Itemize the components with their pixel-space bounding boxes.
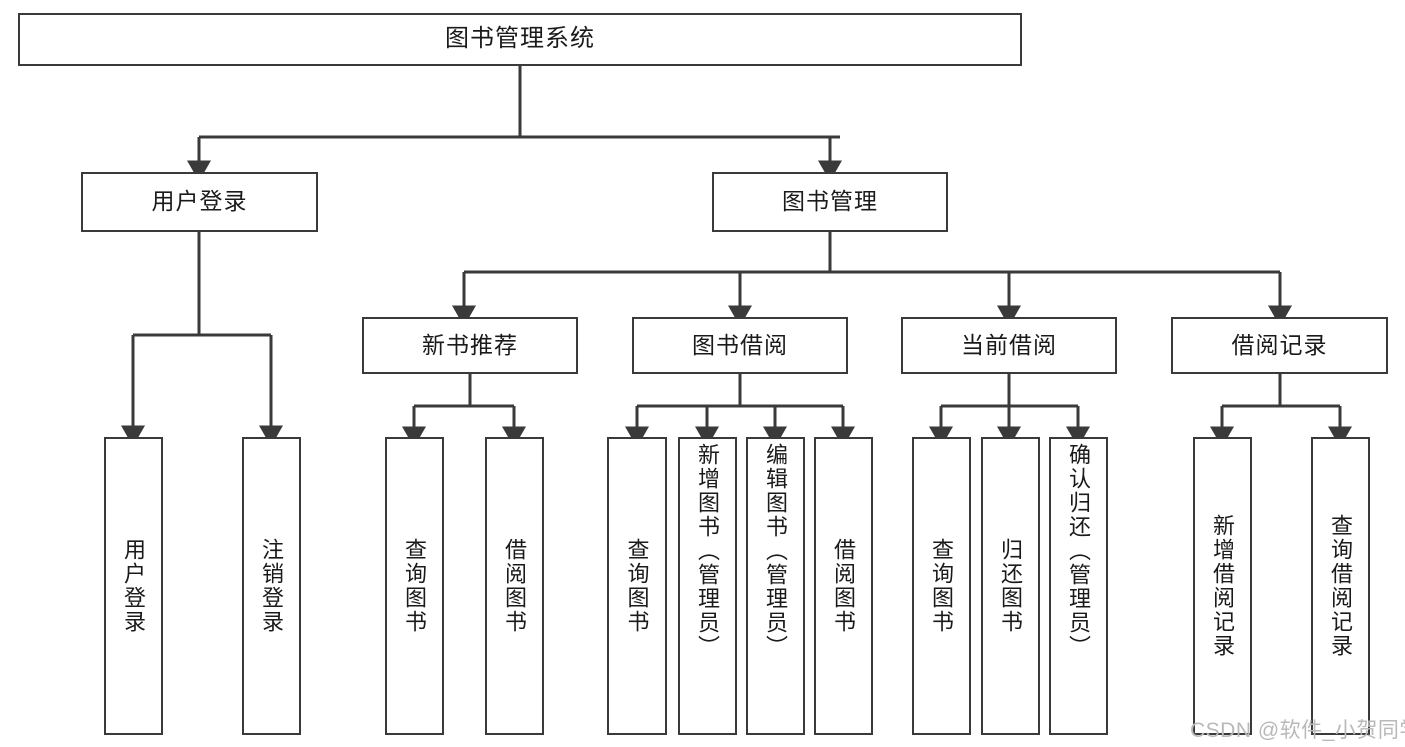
- node-label: 编辑图书（管理员）: [763, 443, 789, 659]
- node-label: 新增图书（管理员）: [695, 443, 721, 659]
- node-label: 注销登录: [259, 538, 285, 634]
- node-label: 用户登录: [121, 538, 147, 634]
- node-label: 借阅记录: [1231, 331, 1328, 358]
- node-new-book-recommend[interactable]: 新书推荐: [362, 317, 578, 374]
- leaf-current-borrow-confirm-return-admin[interactable]: 确认归还（管理员）: [1049, 437, 1108, 735]
- node-label: 用户登录: [151, 188, 248, 215]
- leaf-new-book-query-book[interactable]: 查询图书: [385, 437, 444, 735]
- csdn-watermark: CSDN @软件_小贺同学: [1190, 719, 1405, 742]
- node-label: 图书管理系统: [445, 25, 595, 53]
- leaf-borrow-record-query-record[interactable]: 查询借阅记录: [1311, 437, 1370, 735]
- leaf-current-borrow-return-book[interactable]: 归还图书: [981, 437, 1040, 735]
- node-label: 查询图书: [929, 538, 955, 634]
- leaf-book-borrow-borrow-book[interactable]: 借阅图书: [814, 437, 873, 735]
- leaf-book-borrow-query-book[interactable]: 查询图书: [607, 437, 667, 735]
- node-label: 图书管理: [782, 188, 878, 215]
- leaf-book-borrow-add-book-admin[interactable]: 新增图书（管理员）: [678, 437, 737, 735]
- leaf-borrow-record-add-record[interactable]: 新增借阅记录: [1193, 437, 1252, 735]
- node-book-borrow[interactable]: 图书借阅: [632, 317, 848, 374]
- leaf-user-login-logout[interactable]: 注销登录: [242, 437, 301, 735]
- leaf-current-borrow-query-book[interactable]: 查询图书: [912, 437, 971, 735]
- node-label: 图书借阅: [692, 331, 788, 358]
- node-label: 新增借阅记录: [1210, 514, 1236, 658]
- node-label: 新书推荐: [422, 331, 518, 358]
- node-current-borrow[interactable]: 当前借阅: [901, 317, 1117, 374]
- node-borrow-record[interactable]: 借阅记录: [1171, 317, 1388, 374]
- leaf-book-borrow-edit-book-admin[interactable]: 编辑图书（管理员）: [746, 437, 805, 735]
- node-root-book-management-system[interactable]: 图书管理系统: [18, 13, 1022, 66]
- leaf-new-book-borrow-book[interactable]: 借阅图书: [485, 437, 544, 735]
- node-label: 查询图书: [402, 538, 428, 634]
- node-label: 当前借阅: [961, 331, 1057, 358]
- leaf-user-login-login[interactable]: 用户登录: [104, 437, 163, 735]
- node-user-login[interactable]: 用户登录: [81, 172, 318, 232]
- node-label: 归还图书: [998, 538, 1024, 634]
- node-label: 借阅图书: [502, 538, 528, 634]
- node-book-management[interactable]: 图书管理: [712, 172, 948, 232]
- node-label: 确认归还（管理员）: [1066, 443, 1092, 659]
- node-label: 查询图书: [624, 538, 650, 634]
- node-label: 借阅图书: [831, 538, 857, 634]
- node-label: 查询借阅记录: [1328, 514, 1354, 658]
